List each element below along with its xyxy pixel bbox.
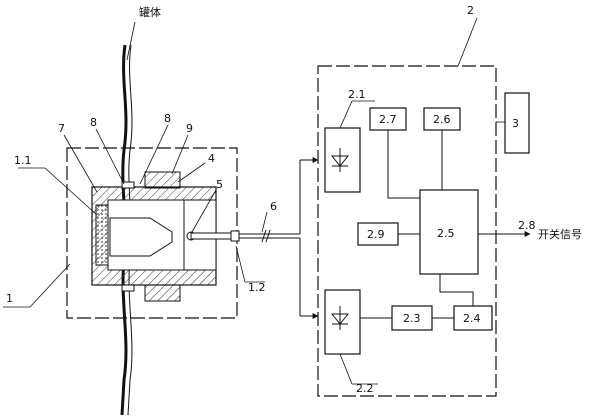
label-5: 5 [216, 178, 223, 191]
label-2-2: 2.2 [356, 382, 374, 395]
optical-fiber-link [239, 157, 319, 319]
label-2-4: 2.4 [463, 312, 481, 325]
label-2-5: 2.5 [437, 227, 455, 240]
label-2-6: 2.6 [433, 113, 451, 126]
circuit-unit-box [317, 65, 497, 397]
label-6: 6 [270, 200, 277, 213]
label-4: 4 [208, 152, 215, 165]
block-2-1-emitter [324, 127, 361, 193]
label-tank-body: 罐体 [139, 5, 161, 19]
label-1: 1 [6, 292, 13, 305]
label-8-left: 8 [90, 116, 97, 129]
sensor-body [91, 171, 240, 302]
label-2-1: 2.1 [348, 88, 366, 101]
label-1-2: 1.2 [248, 281, 266, 294]
label-switch-signal: 开关信号 [538, 227, 582, 241]
label-7: 7 [58, 122, 65, 135]
label-2-8: 2.8 [518, 219, 536, 232]
block-3 [504, 92, 530, 154]
label-2: 2 [467, 4, 474, 17]
label-9: 9 [186, 122, 193, 135]
label-2-3: 2.3 [403, 312, 421, 325]
label-2-9: 2.9 [367, 228, 385, 241]
block-2-5 [419, 189, 479, 275]
label-8-right: 8 [164, 112, 171, 125]
block-2-2-receiver [324, 289, 361, 355]
label-2-7: 2.7 [379, 113, 397, 126]
leader-lines [3, 17, 505, 385]
label-1-1: 1.1 [14, 154, 32, 167]
label-3: 3 [512, 117, 519, 130]
circuit-connections [360, 130, 531, 319]
